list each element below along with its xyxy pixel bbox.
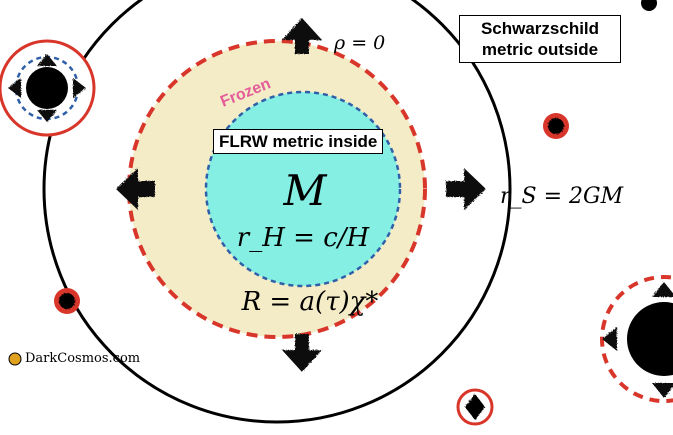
flrw-label: FLRW metric inside	[213, 129, 384, 154]
schwarzschild-label-line1: Schwarzschild	[480, 19, 600, 38]
schwarzschild-radius-label: r_S = 2GM	[500, 184, 624, 209]
outer-schwarzschild-circle	[42, 0, 512, 424]
black-hole-icon	[641, 0, 657, 11]
schwarzschild-label-line2: metric outside	[481, 40, 599, 59]
schwarzschild-label: Schwarzschild metric outside	[459, 15, 621, 63]
credit-text: DarkCosmos.com	[25, 351, 141, 366]
arrow-right-icon	[446, 168, 486, 210]
hubble-radius-label: r_H = c/H	[237, 223, 371, 253]
black-hole-icon	[456, 388, 494, 426]
arrow-up-icon	[282, 18, 322, 54]
logo-dot-icon	[8, 352, 22, 366]
mass-label: M	[282, 166, 327, 215]
black-hole-icon	[600, 275, 673, 403]
arrow-down-icon	[282, 334, 322, 372]
black-hole-icon	[54, 288, 80, 314]
black-hole-icon	[0, 39, 96, 137]
arrow-left-icon	[116, 168, 155, 210]
rho-label: ρ = 0	[333, 32, 385, 54]
boundary-radius-label: R = a(τ)χ*	[241, 287, 379, 317]
black-hole-icon	[543, 113, 569, 139]
